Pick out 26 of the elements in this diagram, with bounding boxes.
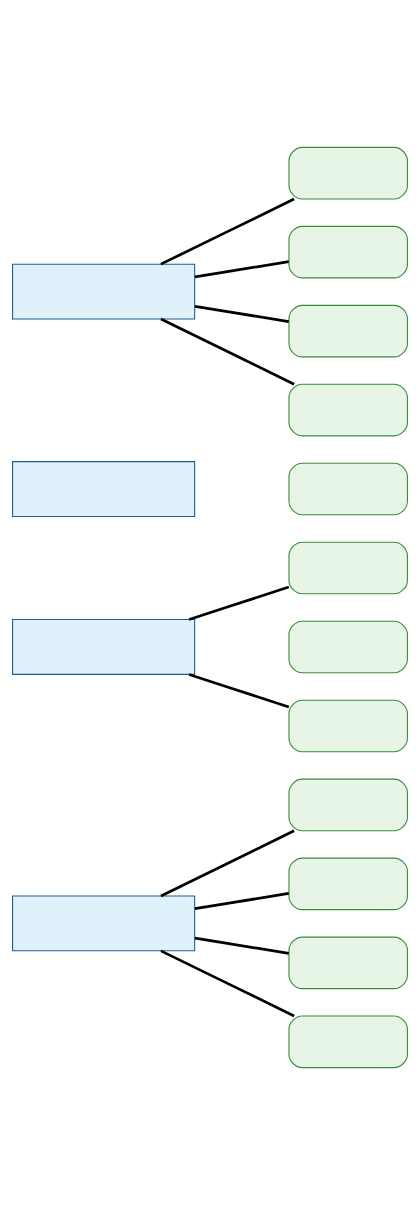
node-box [12, 894, 196, 951]
node-box [288, 620, 408, 673]
connector [194, 891, 289, 910]
node-box [12, 263, 196, 320]
connector [194, 936, 289, 955]
node-box [288, 462, 408, 515]
connector [160, 949, 295, 1017]
node-box [288, 857, 408, 910]
node-box [288, 936, 408, 989]
node-box [288, 1015, 408, 1068]
node-box [288, 541, 408, 594]
node-box [288, 304, 408, 357]
connector [160, 197, 295, 265]
node-box [288, 225, 408, 278]
node-box [288, 146, 408, 199]
node-box [288, 383, 408, 436]
connector [194, 304, 289, 323]
connector [160, 317, 295, 385]
node-box [288, 699, 408, 752]
node-box [12, 460, 196, 517]
connector [188, 585, 290, 621]
node-box [12, 618, 196, 675]
connector [194, 259, 289, 278]
node-box [288, 778, 408, 831]
connector [188, 672, 290, 708]
connector [160, 829, 295, 897]
